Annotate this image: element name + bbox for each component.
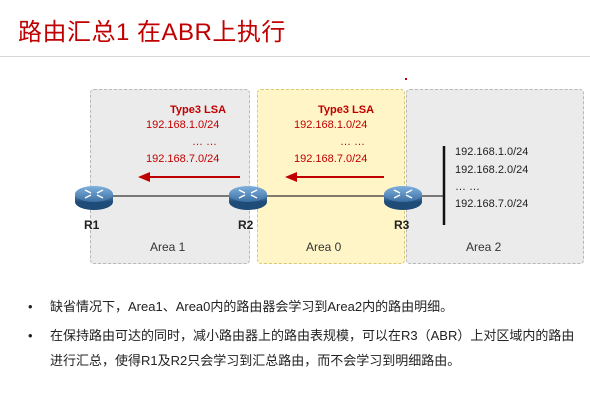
lsa-left-line-3: 192.168.7.0/24 — [146, 153, 220, 165]
router-icon — [384, 186, 422, 210]
router-icon — [229, 186, 267, 210]
bullet-marker: • — [28, 299, 33, 314]
arrow-left-icon — [138, 172, 240, 182]
bullet-text: 缺省情况下，Area1、Area0内的路由器会学习到Area2内的路由明细。 — [50, 299, 454, 314]
area-2-label: Area 2 — [466, 240, 502, 254]
lsa-mid-title: Type3 LSA — [318, 104, 375, 116]
area-1-label: Area 1 — [150, 240, 186, 254]
router-icon — [75, 186, 113, 210]
title-divider — [0, 56, 590, 57]
bullet-text: 在保持路由可达的同时，减小路由器上的路由表规模，可以在R3（ABR）上对区域内的… — [50, 328, 575, 368]
router-r1-label: R1 — [84, 218, 100, 232]
decorative-dot — [405, 78, 407, 80]
lsa-left-title: Type3 LSA — [170, 104, 227, 116]
bullet-marker: • — [28, 328, 33, 343]
arrow-left-icon — [285, 172, 384, 182]
router-r3-label: R3 — [394, 218, 410, 232]
router-r2-label: R2 — [238, 218, 254, 232]
lsa-mid-line-1: 192.168.1.0/24 — [294, 119, 368, 131]
lsa-left-line-2: … … — [192, 136, 218, 148]
lsa-mid-line-2: … … — [340, 136, 366, 148]
r3-route-4: 192.168.7.0/24 — [455, 198, 529, 210]
bullet-item: • 在保持路由可达的同时，减小路由器上的路由表规模，可以在R3（ABR）上对区域… — [28, 323, 584, 373]
lsa-mid-line-3: 192.168.7.0/24 — [294, 153, 368, 165]
bullet-list: • 缺省情况下，Area1、Area0内的路由器会学习到Area2内的路由明细。… — [28, 294, 584, 377]
lsa-left-line-1: 192.168.1.0/24 — [146, 119, 220, 131]
area-0-label: Area 0 — [306, 240, 342, 254]
bullet-item: • 缺省情况下，Area1、Area0内的路由器会学习到Area2内的路由明细。 — [28, 294, 584, 319]
r3-route-3: … … — [455, 181, 481, 193]
area-2-region — [406, 89, 584, 264]
r3-route-2: 192.168.2.0/24 — [455, 164, 529, 176]
page-title: 路由汇总1 在ABR上执行 — [18, 19, 286, 46]
r3-route-1: 192.168.1.0/24 — [455, 146, 529, 158]
